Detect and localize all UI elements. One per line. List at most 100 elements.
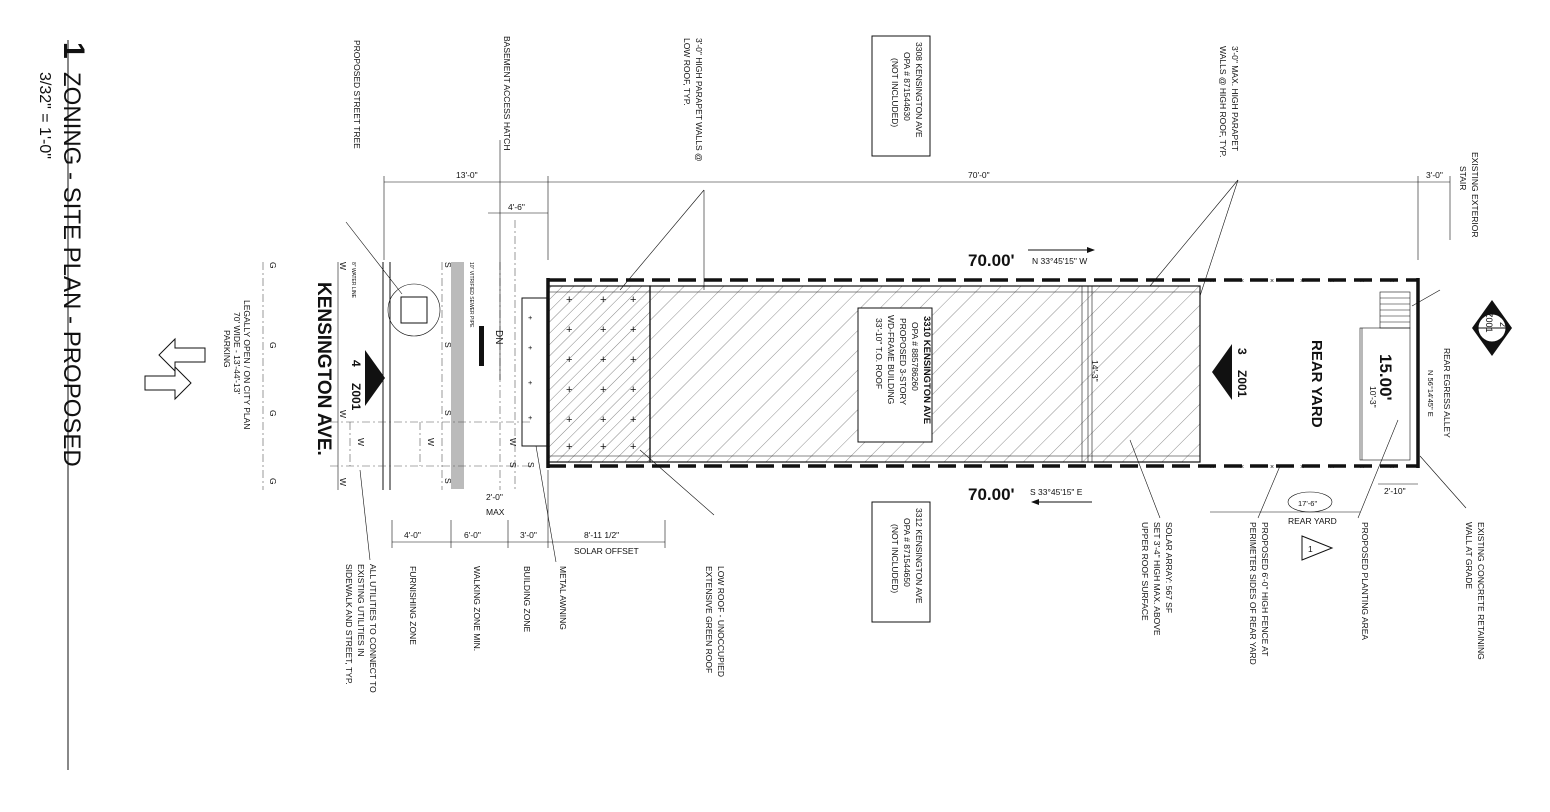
svg-text:S: S <box>526 462 536 468</box>
svg-text:Z001: Z001 <box>1235 370 1249 398</box>
gas-marks: G G G G <box>268 262 278 485</box>
title-scale: 3/32" = 1'-0" <box>36 72 53 159</box>
sewer-pipe-note: 10" VITRIFIED SEWER PIPE <box>468 262 474 328</box>
svg-text:G: G <box>268 410 278 417</box>
street-tree-icon <box>345 221 441 337</box>
svg-text:×: × <box>1270 464 1274 471</box>
dim-13-0: 13'-0" <box>456 170 478 180</box>
section-marker-yard: 3 Z001 <box>1212 344 1249 400</box>
note-exterior-stair-1: EXISTING EXTERIOR <box>1470 152 1480 238</box>
drawing-title: 1 ZONING - SITE PLAN - PROPOSED 3/32" = … <box>36 40 90 770</box>
sewer-marks: S S S S <box>443 262 453 484</box>
svg-text:+: + <box>630 324 636 336</box>
dim-10-3: 10'-3" <box>1368 386 1378 408</box>
note-basement-hatch: BASEMENT ACCESS HATCH <box>502 36 512 150</box>
note-utilities-2: EXISTING UTILITIES IN <box>356 564 366 657</box>
svg-text:+: + <box>600 414 606 426</box>
note-metal-awning: METAL AWNING <box>558 566 568 630</box>
title-text: ZONING - SITE PLAN - PROPOSED <box>58 72 85 467</box>
note-parapet-low-1: 3'-0" HIGH PARAPET WALLS @ <box>694 38 704 162</box>
section-marker-street: 4 Z001 <box>349 350 385 411</box>
note-low-roof-2: EXTENSIVE GREEN ROOF <box>704 566 714 673</box>
svg-text:×: × <box>1270 278 1274 285</box>
dim-4-6: 4'-6" <box>508 202 525 212</box>
building-height: 33'-10" T.O. ROOF <box>874 318 884 389</box>
detail-marker: 2 Z001 <box>1472 300 1512 356</box>
svg-text:×: × <box>1360 278 1364 285</box>
rear-alley-label: REAR EGRESS ALLEY <box>1442 348 1452 438</box>
note-utilities-3: SIDEWALK AND STREET, TYP. <box>344 564 354 685</box>
svg-text:+: + <box>528 313 533 322</box>
green-roof-area <box>547 285 651 463</box>
svg-text:+: + <box>566 294 572 306</box>
note-solar-1: SOLAR ARRAY: 567 SF <box>1164 522 1174 613</box>
svg-text:3312 KENSINGTON AVE: 3312 KENSINGTON AVE <box>914 508 924 604</box>
bottom-dimensions: 4'-0" 6'-0" 3'-0" 8'-11 1/2" SOLAR OFFSE… <box>391 470 666 556</box>
svg-text:+: + <box>566 324 572 336</box>
svg-text:S: S <box>508 462 518 468</box>
svg-text:4: 4 <box>349 360 363 367</box>
svg-text:×: × <box>1330 464 1334 471</box>
building-address: 3310 KENSINGTON AVE <box>921 316 932 424</box>
note-retaining-1: EXISTING CONCRETE RETAINING <box>1476 522 1486 660</box>
dim-3-0-top: 3'-0" <box>1426 170 1443 180</box>
building-label-box <box>857 307 933 443</box>
svg-text:×: × <box>1210 278 1214 285</box>
svg-text:+: + <box>630 441 636 453</box>
dim-3-0: 3'-0" <box>520 530 537 540</box>
svg-text:OPA # 871544630: OPA # 871544630 <box>902 52 912 121</box>
callouts: BASEMENT ACCESS HATCH PROPOSED STREET TR… <box>344 36 1486 693</box>
sidewalk-strip <box>451 262 464 489</box>
svg-text:Z001: Z001 <box>1484 312 1494 333</box>
svg-text:×: × <box>1390 278 1394 285</box>
svg-text:S: S <box>443 262 453 268</box>
svg-text:W: W <box>356 438 366 446</box>
street-info-2: 70' WIDE - 13'-44'-13' <box>232 312 242 394</box>
svg-text:+: + <box>630 414 636 426</box>
neighbor-south: 3312 KENSINGTON AVE OPA # 871544650 (NOT… <box>871 501 931 623</box>
svg-text:W: W <box>338 478 348 486</box>
building-desc-2: WD-FRAME BUILDING <box>886 315 896 404</box>
south-length: 70.00' <box>968 485 1015 504</box>
svg-text:+: + <box>600 354 606 366</box>
note-fence-2: PERIMETER SIDES OF REAR YARD <box>1248 522 1258 665</box>
entry-step <box>479 326 484 366</box>
street-info-1: LEGALLY OPEN / ON CITY PLAN <box>242 300 252 429</box>
svg-text:+: + <box>600 384 606 396</box>
building-opa: OPA # 885786260 <box>910 322 920 391</box>
rear-yard: REAR YARD 3 Z001 10'-3" 2'-10" 15.00' N … <box>1210 291 1452 561</box>
rear-bearing: N 56°14'45" E <box>1426 370 1435 417</box>
svg-text:OPA # 871544650: OPA # 871544650 <box>902 518 912 587</box>
svg-text:W: W <box>338 262 348 270</box>
neighbor-north: 3308 KENSINGTON AVE OPA # 871544630 (NOT… <box>871 35 931 157</box>
svg-text:G: G <box>268 262 278 269</box>
svg-text:2: 2 <box>1498 322 1508 327</box>
note-planting: PROPOSED PLANTING AREA <box>1360 522 1370 640</box>
north-bearing: N 33°45'15" W <box>1032 256 1087 266</box>
street: KENSINGTON AVE. LEGALLY OPEN / ON CITY P… <box>144 220 536 490</box>
dim-4-0: 4'-0" <box>404 530 421 540</box>
svg-text:+: + <box>566 441 572 453</box>
svg-text:+: + <box>630 294 636 306</box>
svg-text:+: + <box>600 294 606 306</box>
svg-text:S: S <box>443 478 453 484</box>
svg-text:REAR YARD: REAR YARD <box>1288 516 1337 526</box>
svg-text:+: + <box>630 384 636 396</box>
note-building-zone: BUILDING ZONE <box>522 566 532 632</box>
utility-laterals: W W W S S <box>330 421 536 468</box>
svg-text:×: × <box>1330 278 1334 285</box>
svg-text:W: W <box>338 410 348 418</box>
dim-8-11: 8'-11 1/2" <box>584 530 619 540</box>
svg-text:+: + <box>600 324 606 336</box>
svg-text:G: G <box>268 478 278 485</box>
traffic-direction-icon <box>144 337 206 401</box>
note-furnishing: FURNISHING ZONE <box>408 566 418 645</box>
note-parapet-low-2: LOW ROOF, TYP. <box>682 38 692 106</box>
svg-text:+: + <box>566 384 572 396</box>
svg-text:×: × <box>1360 464 1364 471</box>
svg-text:3: 3 <box>1235 348 1249 355</box>
rear-yard-cloud: 17'-6" REAR YARD 1 <box>1210 491 1360 561</box>
dim-6-0: 6'-0" <box>464 530 481 540</box>
svg-text:+: + <box>600 441 606 453</box>
